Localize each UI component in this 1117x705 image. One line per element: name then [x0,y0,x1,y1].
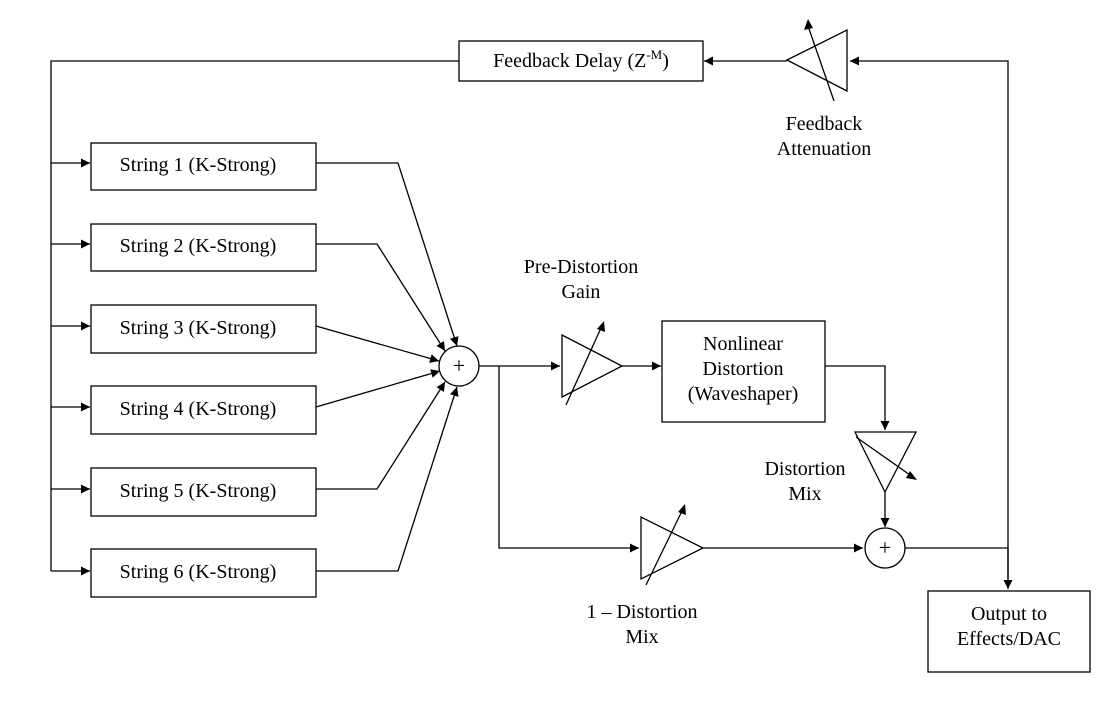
string-block-5: String 5 (K-Strong) [90,467,317,517]
distortion-mix-label-2: Mix [788,483,821,505]
pre-distortion-gain: Pre-Distortion Gain [524,256,638,406]
string-output-wires [315,162,459,572]
nonlinear-label-3: (Waveshaper) [688,383,799,405]
output-block: Output to Effects/DAC [927,590,1091,673]
feedback-delay-label: Feedback Delay (Z-M) [493,47,669,72]
string-label-6: String 6 (K-Strong) [120,561,277,583]
feedback-attenuation-label-2: Attenuation [777,138,871,160]
feedback-attenuation-label-1: Feedback [786,113,863,135]
feedback-attenuation-gain: Feedback Attenuation [777,19,871,160]
nonlinear-label-1: Nonlinear [703,333,783,355]
output-label-1: Output to [971,603,1047,625]
string-label-3: String 3 (K-Strong) [120,317,277,339]
string-block-6: String 6 (K-Strong) [90,548,317,598]
pre-distortion-label-1: Pre-Distortion [524,256,638,278]
distortion-mix-gain: Distortion Mix [764,431,918,505]
main-summing-junction: + [438,345,480,387]
string-block-1: String 1 (K-Strong) [90,142,317,191]
string-block-4: String 4 (K-Strong) [90,385,317,435]
one-minus-mix-label-1: 1 – Distortion [586,601,697,623]
string-input-taps [51,158,90,576]
string-label-4: String 4 (K-Strong) [120,398,277,420]
feedback-wire-output-to-attenuator [850,56,1009,579]
one-minus-mix-label-2: Mix [625,626,658,648]
one-minus-mix-gain: 1 – Distortion Mix [586,504,705,648]
nonlinear-distortion-block: Nonlinear Distortion (Waveshaper) [661,320,826,423]
feedback-wire-delay-to-bus [50,60,459,571]
string-block-2: String 2 (K-Strong) [90,223,317,272]
feedback-delay-block: Feedback Delay (Z-M) [458,40,704,82]
distortion-mix-label-1: Distortion [764,458,845,480]
wire-summer-to-output [905,547,1013,589]
string-label-2: String 2 (K-Strong) [120,235,277,257]
string-label-1: String 1 (K-Strong) [120,154,277,176]
nonlinear-label-2: Distortion [702,358,783,380]
wire-nonlinear-to-mixgain [825,365,890,430]
string-block-3: String 3 (K-Strong) [90,304,317,354]
output-summer-symbol: + [879,535,891,560]
pre-distortion-label-2: Gain [562,281,601,303]
main-summer-symbol: + [453,353,465,378]
output-summing-junction: + [864,527,906,569]
output-label-2: Effects/DAC [957,628,1061,650]
wire-dry-path [498,366,639,553]
string-label-5: String 5 (K-Strong) [120,480,277,502]
